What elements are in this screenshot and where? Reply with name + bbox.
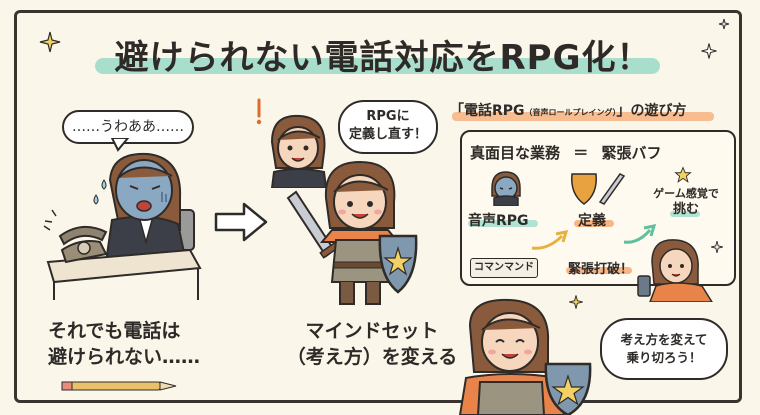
step1-label: 音声RPG [468,213,529,229]
step3-highlight [670,211,700,217]
step1: 音声RPG [468,210,538,230]
step2-highlight [574,220,614,227]
step3-line1: ゲーム感覚で [653,187,719,200]
gamer-worker-illustration [637,239,713,302]
exclamation-icon [256,98,262,125]
heading-suffix: 」の遊び方 [616,103,687,119]
command-highlight [566,267,632,274]
sparkle-icon [701,43,717,59]
command-action-wrap: 緊張打破！ [566,258,634,277]
right-heading: 「電話RPG（音声ロールプレイング）」の遊び方 [450,100,740,121]
speech-bubble-bottom: 考え方を変えて 乗り切ろう！ [600,318,728,380]
bottom-speech-line1: 考え方を変えて [620,332,708,347]
bottom-speech-line2: 乗り切ろう！ [626,350,702,365]
title-highlight [95,58,660,74]
left-caption-line1: それでも電話は [48,320,181,342]
bottom-hero-illustration [458,298,592,415]
command-action: 緊張打破！ [568,262,634,277]
step2-label: 定義 [578,213,606,229]
speech-line1: RPGに [366,109,410,124]
heading-small: （音声ロールプレイング） [524,108,617,117]
sparkle-icon [711,241,723,253]
curved-arrow-icon [623,224,657,244]
equation-left: 真面目な業務 [470,144,561,162]
worried-worker-icon [491,171,521,206]
page-frame [14,10,742,403]
heading-highlight [452,112,714,121]
right-arrow-icon [214,202,268,242]
speech-bubble-middle: RPGに 定義し直す！ [338,100,438,154]
equation-right: 緊張バフ [601,144,662,162]
speech-bubble-left: ……うわああ…… [62,110,194,144]
sparkle-icon [718,18,730,30]
middle-caption-line2: （考え方）を変える [286,346,458,368]
sparkle-icon [569,295,583,309]
shield-sword-icon [571,173,626,205]
left-caption: それでも電話は 避けられない…… [48,318,248,370]
hero-worker-illustration [286,160,418,305]
small-worker-illustration [270,114,328,188]
sparkle-icon [39,31,61,53]
step3: ゲーム感覚で 挑む [644,186,728,218]
step2: 定義 [574,210,614,230]
step1-highlight [468,220,538,227]
middle-caption: マインドセット （考え方）を変える [272,318,472,370]
equation-sign: ＝ [573,144,589,162]
star-icon [674,166,692,183]
bubble-tail [110,138,130,152]
speech-line2: 定義し直す！ [348,127,427,142]
step3-line2: 挑む [672,202,699,217]
pencil-icon [61,381,177,391]
page-title: 避けられない電話対応をRPG化！ [114,38,652,78]
equation: 真面目な業務 ＝ 緊張バフ [470,142,730,163]
curved-arrow-icon [531,230,569,250]
stressed-worker-illustration [43,152,202,300]
command-label: コマンマンド [470,258,538,278]
speech-text: ……うわああ…… [72,119,184,135]
heading-prefix: 「電話RPG [450,103,525,119]
middle-caption-line1: マインドセット [305,320,439,342]
step3-line2-wrap: 挑む [644,202,728,218]
left-caption-line2: 避けられない…… [48,346,201,368]
